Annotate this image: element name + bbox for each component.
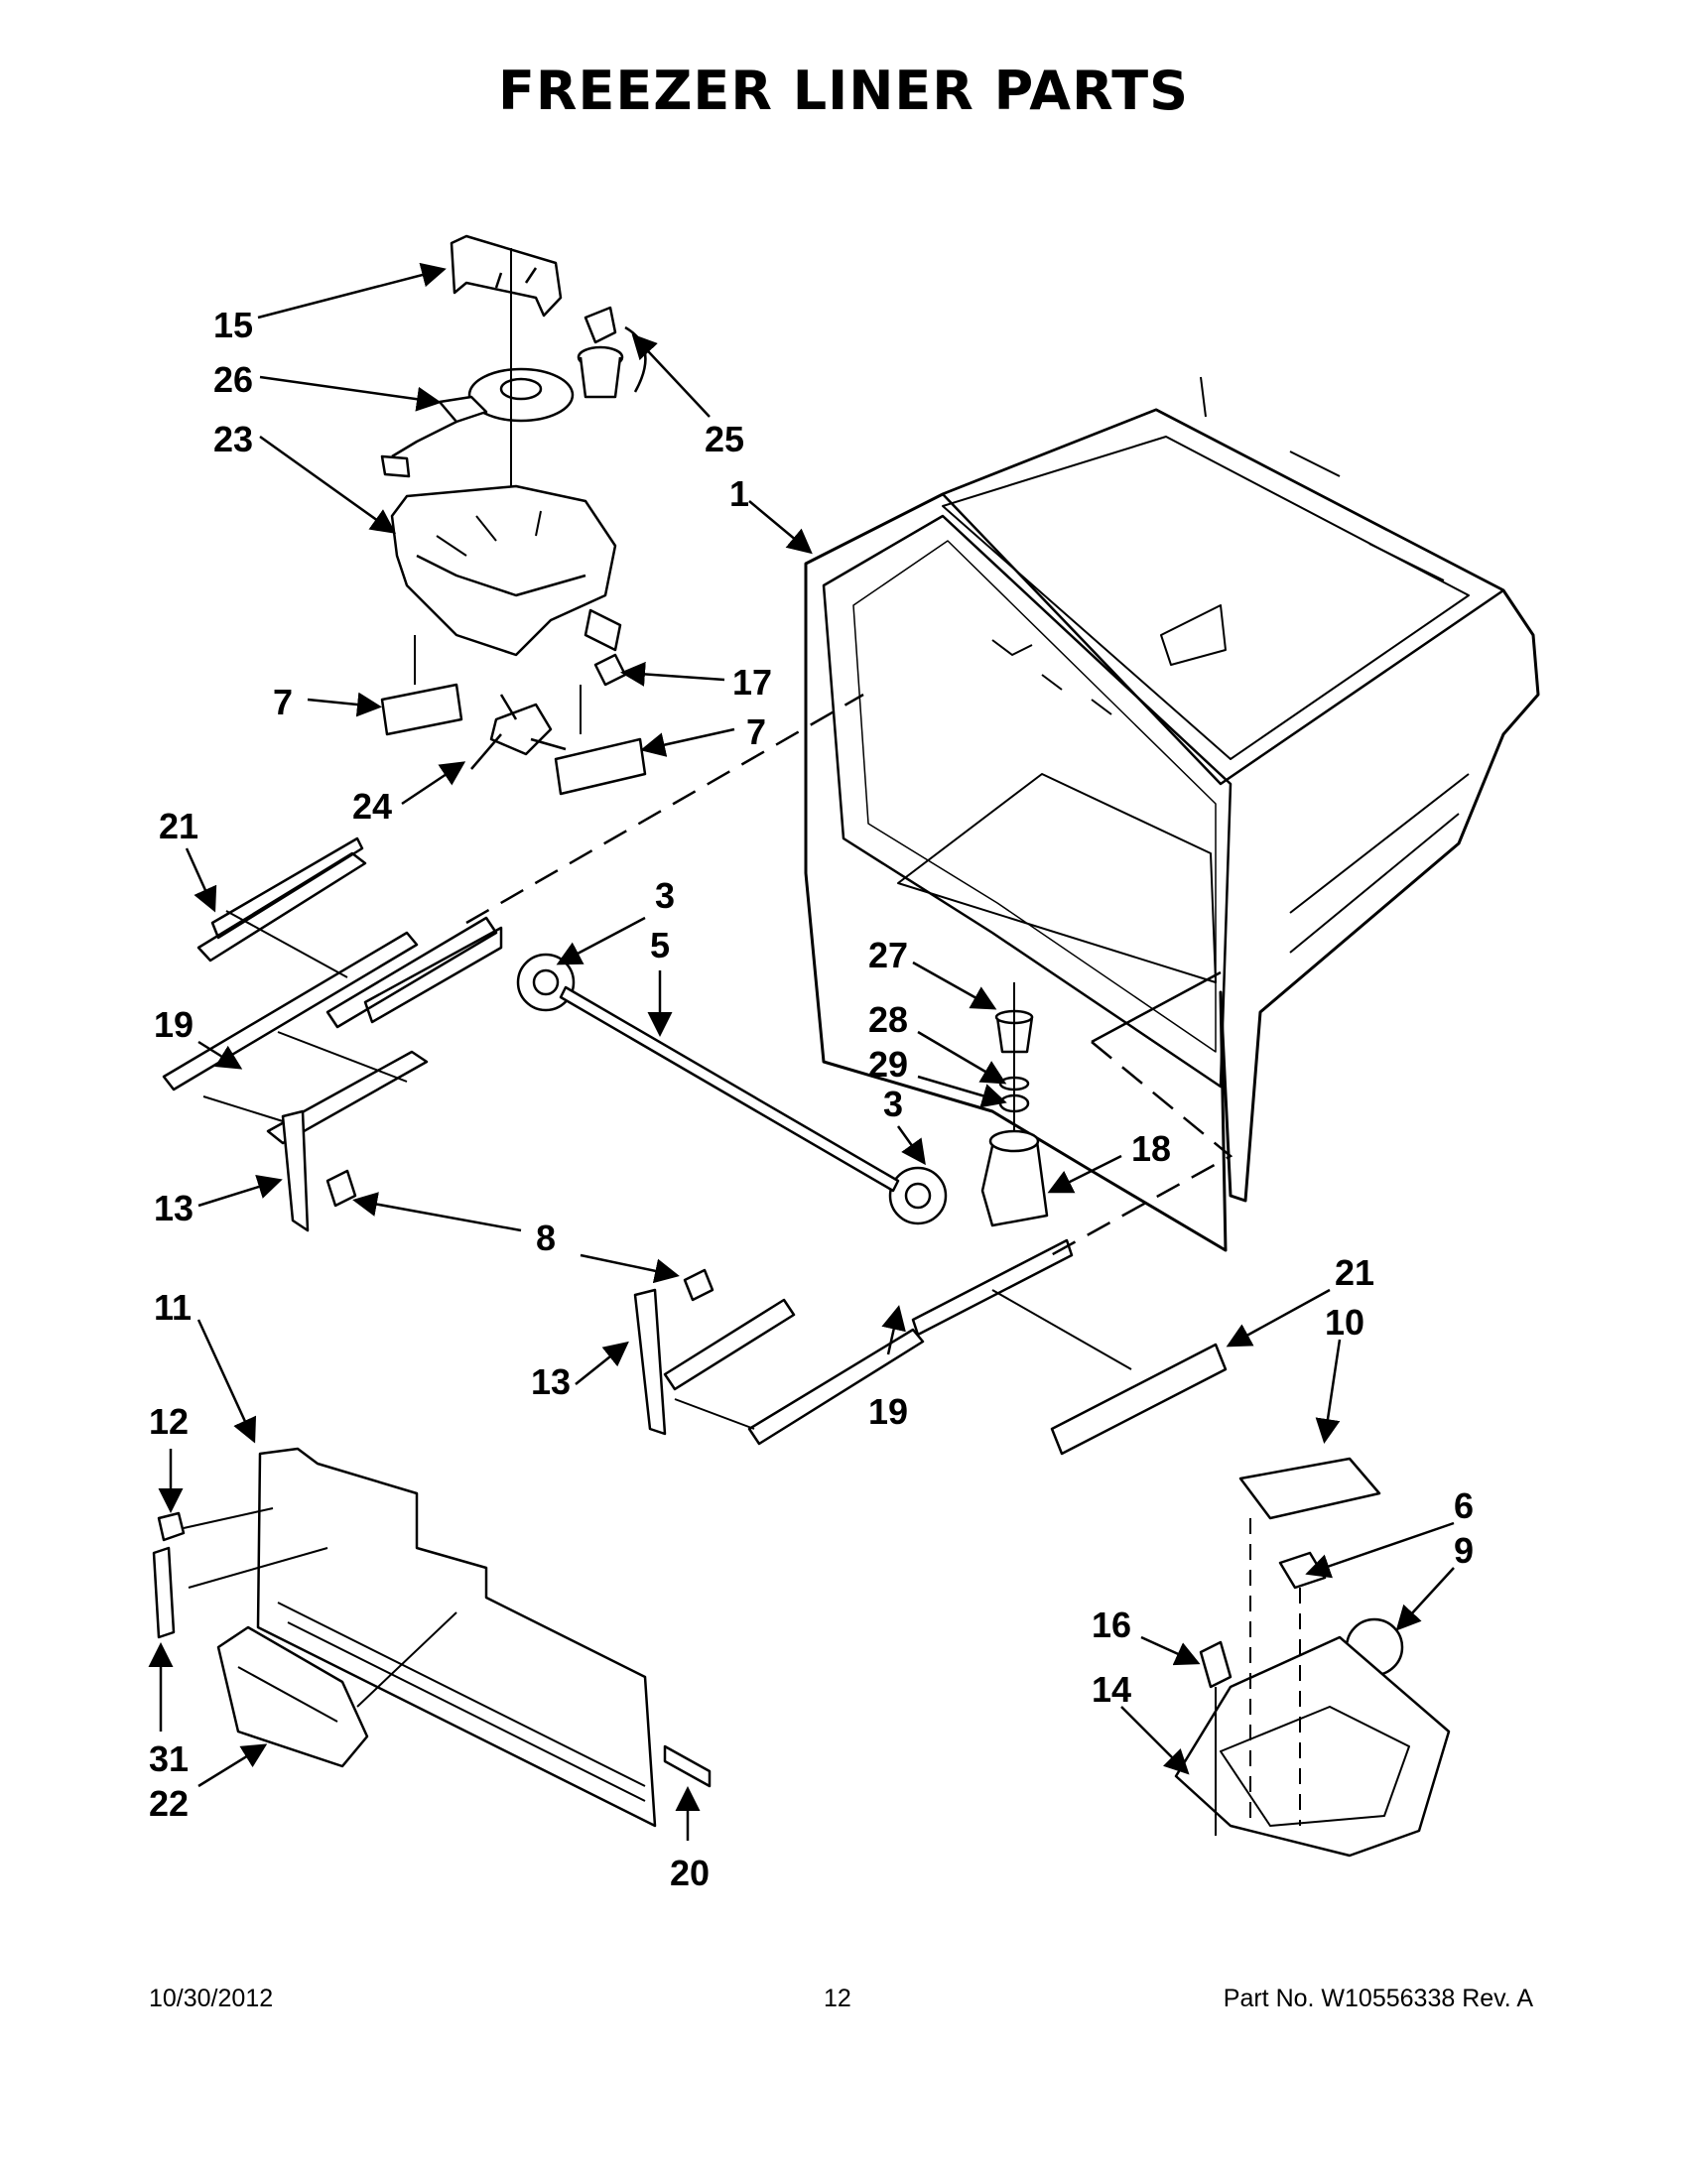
covers-and-fan-blade-drawing	[380, 635, 647, 796]
callout-label: 18	[1131, 1128, 1171, 1169]
callout-label: 14	[1092, 1669, 1131, 1710]
footer-part-number: Part No. W10556338 Rev. A	[1223, 1985, 1533, 2012]
callout-label: 25	[705, 419, 744, 459]
callout-label: 5	[650, 925, 670, 965]
callout-label: 15	[213, 305, 253, 345]
callout-label: 7	[746, 711, 766, 752]
freezer-liner-drawing	[804, 376, 1540, 1252]
leader-arrows	[148, 262, 1455, 1841]
callout-label: 29	[868, 1044, 908, 1085]
callout-label: 19	[868, 1391, 908, 1432]
callout-label: 11	[154, 1287, 192, 1328]
callout-label: 24	[352, 786, 392, 827]
callout-label: 21	[159, 806, 198, 846]
auger-motor-parts-drawing	[980, 982, 1049, 1227]
callout-label: 7	[273, 682, 293, 722]
footer-page-number: 12	[824, 1985, 851, 2012]
callout-label: 17	[732, 662, 772, 703]
page-title: FREEZER LINER PARTS	[498, 60, 1189, 122]
callout-label: 3	[655, 875, 675, 916]
footer-date: 10/30/2012	[149, 1985, 274, 2012]
rear-panel-drawing	[152, 1447, 712, 1828]
shaft-and-gears-drawing	[516, 953, 948, 1225]
callout-label: 20	[670, 1853, 710, 1893]
callout-label: 26	[213, 359, 253, 400]
callout-label: 22	[149, 1783, 189, 1824]
callout-label: 16	[1092, 1605, 1131, 1645]
callout-label: 23	[213, 419, 253, 459]
callout-label: 13	[531, 1361, 571, 1402]
light-housing-drawing	[1174, 1457, 1451, 1858]
callout-label: 28	[868, 999, 908, 1040]
callout-label: 6	[1454, 1485, 1474, 1526]
callout-label: 1	[729, 473, 749, 514]
callout-label: 31	[149, 1738, 189, 1779]
fan-assembly-drawing	[380, 234, 647, 657]
callout-label: 8	[536, 1218, 556, 1258]
callout-label: 9	[1454, 1530, 1474, 1571]
callout-label: 12	[149, 1401, 189, 1442]
right-rail-assembly-drawing	[633, 1238, 1228, 1456]
callout-label: 27	[868, 935, 908, 975]
left-rail-assembly-drawing	[162, 836, 503, 1232]
callout-label: 21	[1335, 1252, 1374, 1293]
callout-labels: 15 26 23 25 1 7 17 7 24 21 3 5 19 13 8 2…	[149, 305, 1474, 1893]
callout-label: 3	[883, 1084, 903, 1124]
alignment-lines	[465, 693, 1233, 1262]
callout-label: 10	[1325, 1302, 1364, 1343]
callout-label: 19	[154, 1004, 194, 1045]
callout-label: 13	[154, 1188, 194, 1228]
